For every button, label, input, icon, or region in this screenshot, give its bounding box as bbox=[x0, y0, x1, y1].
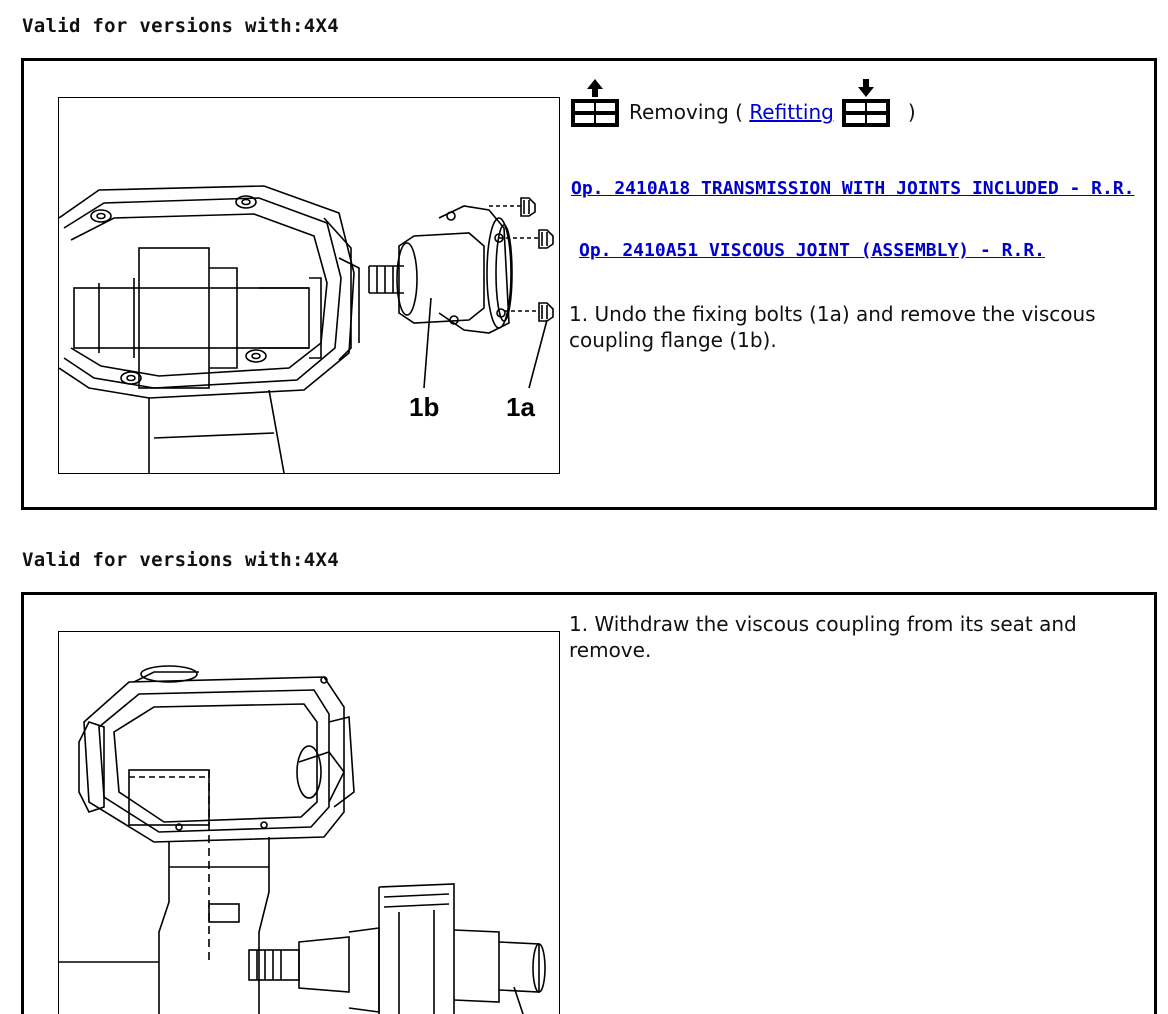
mode-text: Removing ( Refitting bbox=[629, 99, 834, 125]
section-1-content: Removing ( Refitting ) Op. 2410A18 TRANS… bbox=[569, 75, 1146, 353]
viscous-flange-diagram: 1b 1a bbox=[58, 97, 560, 474]
viscous-withdraw-diagram bbox=[58, 631, 560, 1014]
valid-for-heading-1: Valid for versions with:4X4 bbox=[22, 15, 339, 37]
removing-refitting-line: Removing ( Refitting ) bbox=[569, 75, 1146, 129]
step-instruction-1: 1. Undo the fixing bolts (1a) and remove… bbox=[569, 302, 1096, 352]
callout-label-1b: 1b bbox=[409, 392, 439, 422]
op-link-2410A51[interactable]: Op. 2410A51 VISCOUS JOINT (ASSEMBLY) - R… bbox=[579, 240, 1045, 261]
op-link-2410A18[interactable]: Op. 2410A18 TRANSMISSION WITH JOINTS INC… bbox=[571, 178, 1135, 199]
step-instruction-2: 1. Withdraw the viscous coupling from it… bbox=[569, 612, 1077, 662]
callout-label-1a: 1a bbox=[506, 392, 535, 422]
removing-label: Removing ( bbox=[629, 100, 743, 124]
procedure-section-2: 1. Withdraw the viscous coupling from it… bbox=[21, 592, 1157, 1014]
refit-component-down-icon bbox=[840, 77, 892, 129]
refitting-link[interactable]: Refitting bbox=[749, 100, 834, 124]
close-paren: ) bbox=[907, 100, 916, 124]
valid-for-heading-2: Valid for versions with:4X4 bbox=[22, 549, 339, 571]
procedure-section-1: 1b 1a Removing ( Ref bbox=[21, 58, 1157, 510]
section-2-content: 1. Withdraw the viscous coupling from it… bbox=[569, 611, 1146, 663]
remove-component-up-icon bbox=[569, 77, 621, 129]
